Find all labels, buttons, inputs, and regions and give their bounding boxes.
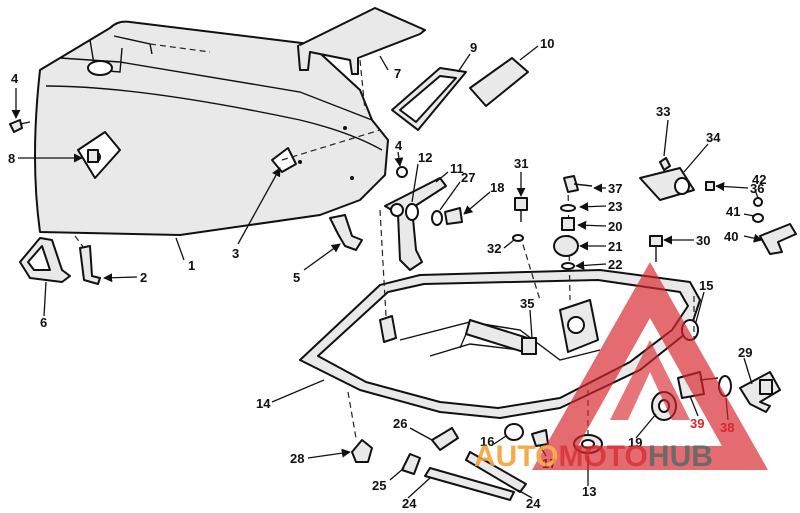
screw-37 bbox=[563, 175, 593, 193]
connector-29 bbox=[739, 371, 781, 413]
bolt-30 bbox=[649, 235, 663, 262]
callout-37: 37 bbox=[608, 181, 622, 196]
seal-ring bbox=[391, 67, 467, 131]
rubber-latch bbox=[19, 237, 71, 283]
callout-24-right: 24 bbox=[526, 496, 541, 511]
callout-22: 22 bbox=[608, 257, 622, 272]
screw-31 bbox=[514, 197, 528, 222]
callout-18: 18 bbox=[490, 180, 504, 195]
lever-40 bbox=[759, 223, 797, 255]
callout-12: 12 bbox=[418, 150, 432, 165]
watermark-inner-mark-icon bbox=[610, 340, 690, 420]
watermark-auto: AUTO bbox=[474, 440, 558, 473]
washer-23 bbox=[560, 204, 576, 212]
callout-6: 6 bbox=[40, 315, 47, 330]
screw-8 bbox=[87, 149, 99, 163]
callout-42: 42 bbox=[752, 172, 766, 187]
washer-42 bbox=[753, 197, 763, 207]
callout-7: 7 bbox=[394, 66, 401, 81]
callout-23: 23 bbox=[608, 199, 622, 214]
callout-36: 36 bbox=[750, 181, 764, 196]
callout-4-center: 4 bbox=[395, 138, 403, 153]
watermark-moto: MOTO bbox=[558, 440, 647, 473]
callout-3: 3 bbox=[232, 246, 239, 261]
top-lid bbox=[297, 7, 426, 111]
lever-11 bbox=[384, 177, 447, 271]
callout-11: 11 bbox=[450, 161, 464, 176]
washer-32 bbox=[512, 234, 524, 242]
plug-16 bbox=[504, 423, 524, 441]
bolt-27 bbox=[431, 207, 463, 226]
watermark-text: AUTOMOTOHUB bbox=[474, 440, 713, 473]
washer-12 bbox=[405, 203, 419, 221]
callout-25: 25 bbox=[372, 478, 386, 493]
callout-29: 29 bbox=[738, 345, 752, 360]
callout-20: 20 bbox=[608, 219, 622, 234]
callout-14: 14 bbox=[256, 396, 271, 411]
callout-21: 21 bbox=[608, 239, 622, 254]
callout-33: 33 bbox=[656, 104, 670, 119]
bar-35 bbox=[465, 319, 537, 355]
washer-41 bbox=[752, 213, 764, 223]
callout-10: 10 bbox=[540, 36, 554, 51]
callout-40: 40 bbox=[724, 229, 738, 244]
rod-24-right bbox=[465, 451, 527, 493]
bracket-5 bbox=[329, 214, 363, 251]
callout-26: 26 bbox=[393, 416, 407, 431]
screw-33 bbox=[659, 157, 671, 171]
callout-8: 8 bbox=[8, 151, 15, 166]
callout-13: 13 bbox=[582, 484, 596, 499]
callout-1: 1 bbox=[188, 258, 195, 273]
screw-4-center bbox=[396, 166, 408, 178]
grommet-21 bbox=[553, 235, 579, 257]
callout-28: 28 bbox=[290, 451, 304, 466]
screw-4-left bbox=[9, 119, 31, 133]
sleeve-26 bbox=[431, 427, 459, 451]
callout-31: 31 bbox=[514, 156, 528, 171]
screw-36 bbox=[705, 181, 715, 191]
callout-30: 30 bbox=[696, 233, 710, 248]
callout-4-left: 4 bbox=[11, 71, 19, 86]
bracket-2 bbox=[74, 235, 101, 285]
callout-35: 35 bbox=[520, 296, 534, 311]
callout-32: 32 bbox=[487, 241, 501, 256]
nut-28 bbox=[351, 439, 373, 463]
callout-labels: 1 2 3 4 4 5 6 7 8 9 10 11 12 13 14 15 16… bbox=[8, 36, 766, 511]
callout-39: 39 bbox=[690, 416, 704, 431]
callout-2: 2 bbox=[140, 270, 147, 285]
watermark-hub: HUB bbox=[648, 440, 713, 473]
watermark-triangle-icon bbox=[532, 262, 768, 470]
rod-24-left bbox=[424, 467, 515, 501]
spacer-20 bbox=[561, 217, 575, 231]
sleeve-25 bbox=[401, 453, 421, 475]
callout-41: 41 bbox=[726, 204, 740, 219]
callout-5: 5 bbox=[293, 270, 300, 285]
bracket-34 bbox=[639, 167, 695, 201]
callout-27: 27 bbox=[461, 170, 475, 185]
callout-24-left: 24 bbox=[402, 496, 417, 511]
washer-22 bbox=[561, 262, 575, 270]
foam-strip bbox=[469, 57, 529, 107]
callout-9: 9 bbox=[470, 40, 477, 55]
watermark-logo: AUTOMOTOHUB bbox=[474, 262, 768, 473]
callout-15: 15 bbox=[699, 278, 713, 293]
callout-16: 16 bbox=[480, 434, 494, 449]
callout-34: 34 bbox=[706, 130, 721, 145]
